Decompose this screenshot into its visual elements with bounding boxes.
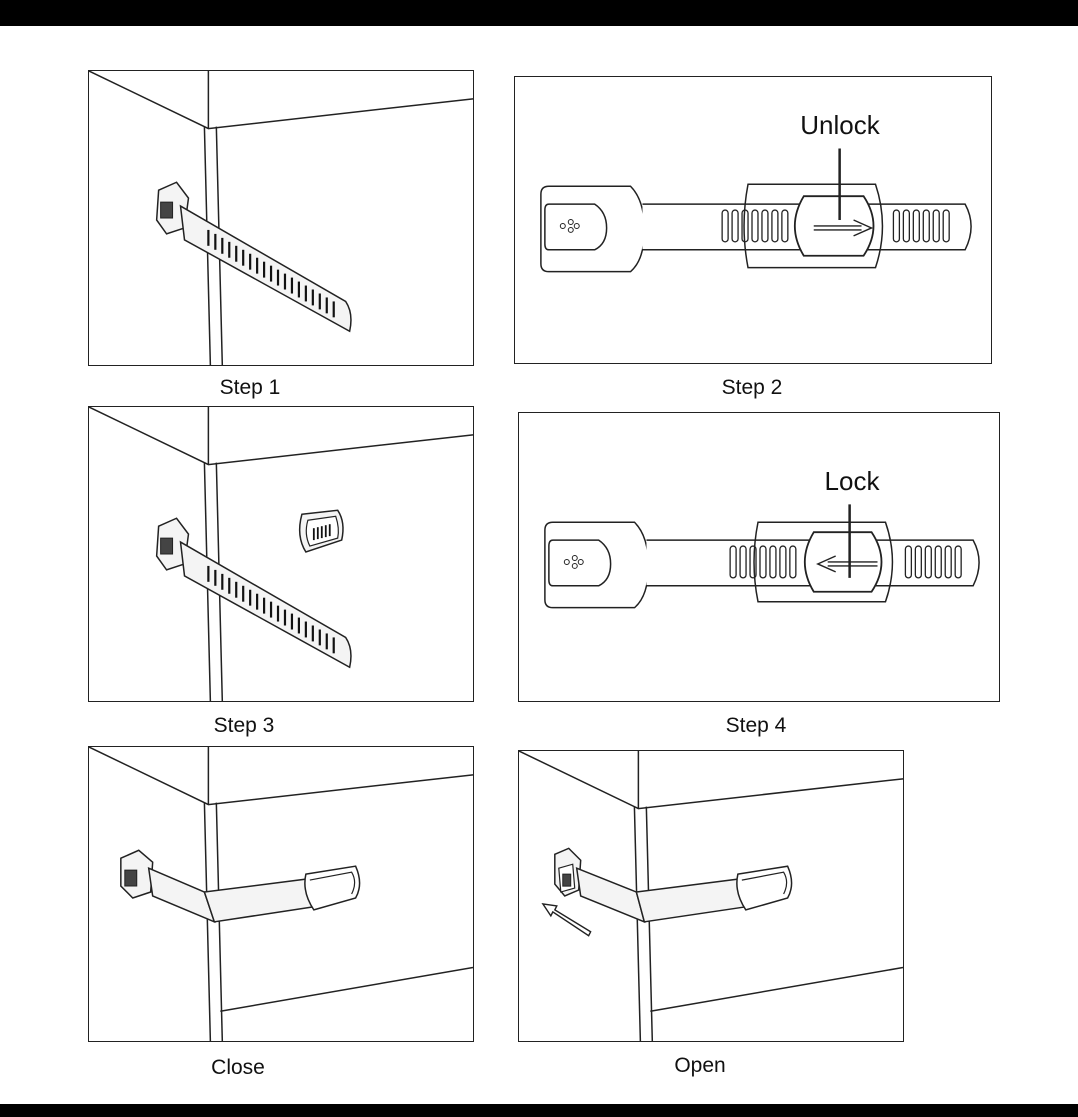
catch-receiver-icon xyxy=(305,866,360,910)
strap xyxy=(577,868,645,922)
close-panel xyxy=(88,746,474,1042)
step-4-panel xyxy=(518,412,1000,702)
close-caption: Close xyxy=(211,1056,265,1079)
open-caption: Open xyxy=(674,1054,726,1077)
open-panel xyxy=(518,750,904,1042)
strap-unlock-illustration xyxy=(515,77,991,363)
lock-base-icon xyxy=(545,522,649,607)
slider-buckle xyxy=(744,184,882,267)
slider-buckle xyxy=(754,522,892,601)
catch-receiver-icon xyxy=(300,510,343,552)
step-3-panel xyxy=(88,406,474,702)
cabinet-closed-illustration xyxy=(89,747,473,1041)
cabinet-corner-illustration xyxy=(89,71,473,365)
lock-base-icon xyxy=(157,182,189,234)
step-2-panel xyxy=(514,76,992,364)
lock-label: Lock xyxy=(824,466,880,496)
strap xyxy=(149,868,215,922)
grip-ridges-left xyxy=(730,546,796,578)
step-4-caption: Step 4 xyxy=(725,714,787,737)
drawer-seam xyxy=(220,968,473,1012)
lock-base-icon xyxy=(157,518,189,570)
grip-ridges-right xyxy=(905,546,961,578)
arrow-left-icon xyxy=(818,556,878,572)
push-arrow-icon xyxy=(543,904,591,936)
strap-lock-illustration xyxy=(519,413,999,701)
catch-receiver-icon xyxy=(737,866,792,910)
step-1-panel xyxy=(88,70,474,366)
step-2-caption: Step 2 xyxy=(721,376,783,399)
arrow-right-icon xyxy=(814,220,872,236)
lock-base-icon xyxy=(121,850,153,898)
strap xyxy=(204,878,319,922)
drawer-seam xyxy=(650,968,903,1012)
lock-base-icon xyxy=(541,186,645,271)
step-1-caption: Step 1 xyxy=(219,376,281,399)
step-3-caption: Step 3 xyxy=(213,714,275,737)
lock-base-icon xyxy=(555,848,581,896)
strap xyxy=(636,878,751,922)
cabinet-open-illustration xyxy=(519,751,903,1041)
strap xyxy=(181,206,351,331)
unlock-label: Unlock xyxy=(800,110,880,140)
strap xyxy=(181,542,351,667)
grip-ridges-right xyxy=(893,210,949,242)
cabinet-corner-illustration xyxy=(89,407,473,701)
